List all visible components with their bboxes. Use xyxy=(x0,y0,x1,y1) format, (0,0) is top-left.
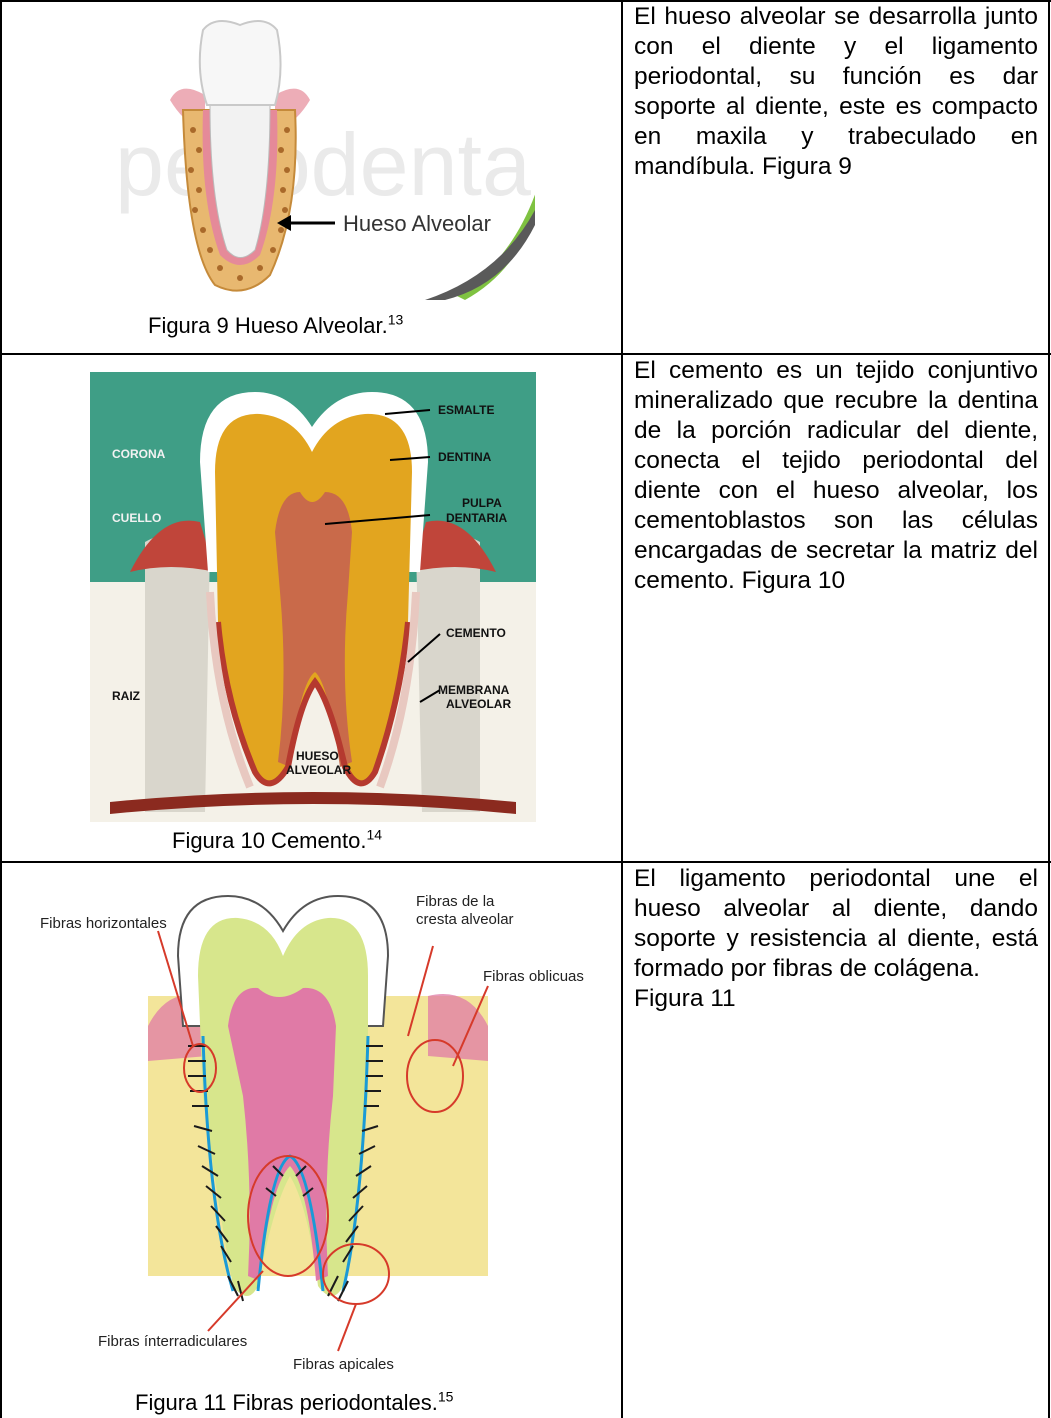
reference-number: 14 xyxy=(366,827,382,843)
figure-9-caption: Figura 9 Hueso Alveolar.13 xyxy=(148,313,403,339)
label-fibras-interradiculares: Fibras ínterradiculares xyxy=(98,1333,247,1350)
label-raiz: RAIZ xyxy=(112,689,140,703)
watermark-text: periodental xyxy=(115,115,535,214)
paragraph-cemento: El cemento es un tejido conjuntivo miner… xyxy=(634,356,1038,596)
figure-11-caption: Figura 11 Fibras periodontales.15 xyxy=(135,1390,453,1416)
label-fibras-cresta-2: cresta alveolar xyxy=(416,911,514,928)
table-row-divider-2 xyxy=(0,861,1051,863)
reference-number: 13 xyxy=(388,312,404,328)
figure-10-cemento: ESMALTE DENTINA PULPA DENTARIA CEMENTO M… xyxy=(90,372,536,822)
label-corona: CORONA xyxy=(112,447,166,461)
table-column-divider xyxy=(621,0,623,1418)
label-membrana: MEMBRANA xyxy=(438,683,510,697)
table-row-divider-1 xyxy=(0,353,1051,355)
label-pulpa: PULPA xyxy=(462,496,502,510)
table-border-right xyxy=(1048,0,1050,1418)
label-fibras-oblicuas: Fibras oblicuas xyxy=(483,968,584,985)
label-cemento: CEMENTO xyxy=(446,626,506,640)
label-fibras-cresta-1: Fibras de la xyxy=(416,893,495,910)
paragraph-ligamento: El ligamento periodontal une el hueso al… xyxy=(634,864,1038,1014)
label-hueso-alveolar: ALVEOLAR xyxy=(286,763,351,777)
hueso-alveolar-label: Hueso Alveolar xyxy=(343,211,491,236)
label-cuello: CUELLO xyxy=(112,511,161,525)
label-dentina: DENTINA xyxy=(438,450,492,464)
figure-10-caption: Figura 10 Cemento.14 xyxy=(172,828,382,854)
caption-text: Figura 11 Fibras periodontales. xyxy=(135,1390,438,1415)
figure-11-fibras-periodontales: Fibras de la cresta alveolar Fibras hori… xyxy=(38,876,598,1376)
paragraph-ligamento-text: El ligamento periodontal une el hueso al… xyxy=(634,864,1038,984)
label-hueso: HUESO xyxy=(296,749,339,763)
paragraph-hueso-alveolar: El hueso alveolar se desarrolla junto co… xyxy=(634,2,1038,182)
label-membrana-alveolar: ALVEOLAR xyxy=(446,697,511,711)
paragraph-ligamento-figref: Figura 11 xyxy=(634,984,1038,1014)
caption-text: Figura 9 Hueso Alveolar. xyxy=(148,313,388,338)
table-border-left xyxy=(0,0,2,1418)
label-fibras-apicales: Fibras apicales xyxy=(293,1356,394,1373)
label-fibras-horizontales: Fibras horizontales xyxy=(40,915,167,932)
reference-number: 15 xyxy=(438,1389,454,1405)
figure-9-hueso-alveolar: periodental Hueso Alveolar xyxy=(95,10,535,300)
caption-text: Figura 10 Cemento. xyxy=(172,828,366,853)
label-esmalte: ESMALTE xyxy=(438,403,494,417)
label-dentaria: DENTARIA xyxy=(446,511,507,525)
